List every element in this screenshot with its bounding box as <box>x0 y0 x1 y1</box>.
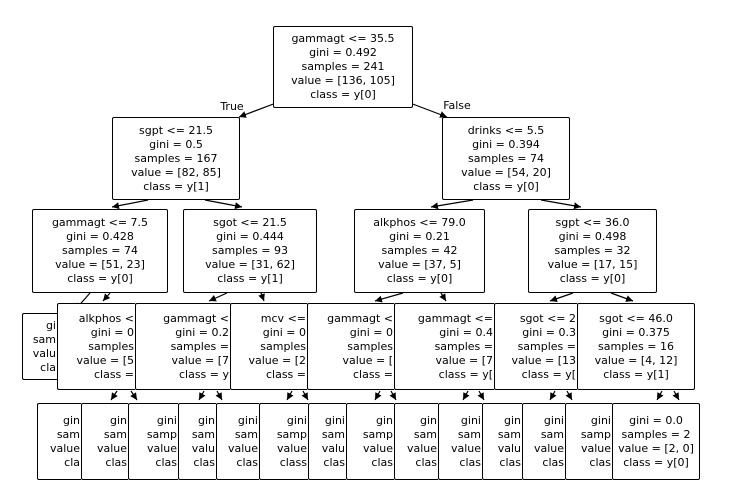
tree-node-2-1: sgot <= 21.5 gini = 0.444 samples = 93 v… <box>183 209 317 293</box>
tree-node-3-3: mcv <= gini = 0 samples value = [2 class… <box>230 303 307 390</box>
tree-node-2-3: sgpt <= 36.0 gini = 0.498 samples = 32 v… <box>528 209 657 293</box>
tree-node-2-2: alkphos <= 79.0 gini = 0.21 samples = 42… <box>354 209 485 293</box>
tree-leaf-5: gini samp value class <box>259 403 308 480</box>
tree-node-3-6: sgot <= 2 gini = 0.3 samples = value = [… <box>494 303 577 390</box>
tree-node-3-7: sgot <= 46.0 gini = 0.375 samples = 16 v… <box>577 303 695 390</box>
tree-leaf-8: gin sam value clas <box>394 403 438 480</box>
tree-leaf-3: gin sam valu clas <box>178 403 216 480</box>
tree-node-3-2: gammagt < gini = 0.2 samples = value = [… <box>135 303 230 390</box>
tree-node-3-4: gammagt < gini = 0 samples value = [ cla… <box>307 303 394 390</box>
tree-leaf-7: gin samp value clas <box>346 403 394 480</box>
tree-leaf-12: gini samp value clas <box>565 403 612 480</box>
tree-node-root: gammagt <= 35.5 gini = 0.492 samples = 2… <box>273 26 413 108</box>
tree-node-3-0: gi sam valu cla <box>22 313 57 380</box>
tree-leaf-0: gin sam value cla <box>37 403 81 480</box>
tree-leaf-4: gini sam value clas <box>216 403 259 480</box>
tree-node-3-1: alkphos < gini = 0 samples value = [5 cl… <box>57 303 135 390</box>
tree-leaf-2: gini samp value clas <box>128 403 178 480</box>
edge-lines <box>74 102 680 401</box>
tree-node-1-1: drinks <= 5.5 gini = 0.394 samples = 74 … <box>442 117 570 200</box>
tree-leaf-9: gini sam value clas <box>438 403 482 480</box>
tree-node-2-0: gammagt <= 7.5 gini = 0.428 samples = 74… <box>32 209 168 293</box>
tree-leaf-6: gini sam valu clas <box>308 403 346 480</box>
tree-node-1-0: sgpt <= 21.5 gini = 0.5 samples = 167 va… <box>112 117 240 200</box>
tree-leaf-13: gini = 0.0 samples = 2 value = [2, 0] cl… <box>612 403 700 480</box>
true-edge-label: True <box>220 100 244 113</box>
tree-node-3-5: gammagt <= gini = 0.4 samples = value = … <box>394 303 494 390</box>
tree-leaf-10: gin sam valu clas <box>482 403 522 480</box>
tree-leaf-11: gini sam value clas <box>522 403 565 480</box>
tree-leaf-1: gin sam value clas <box>81 403 128 480</box>
false-edge-label: False <box>443 99 471 112</box>
